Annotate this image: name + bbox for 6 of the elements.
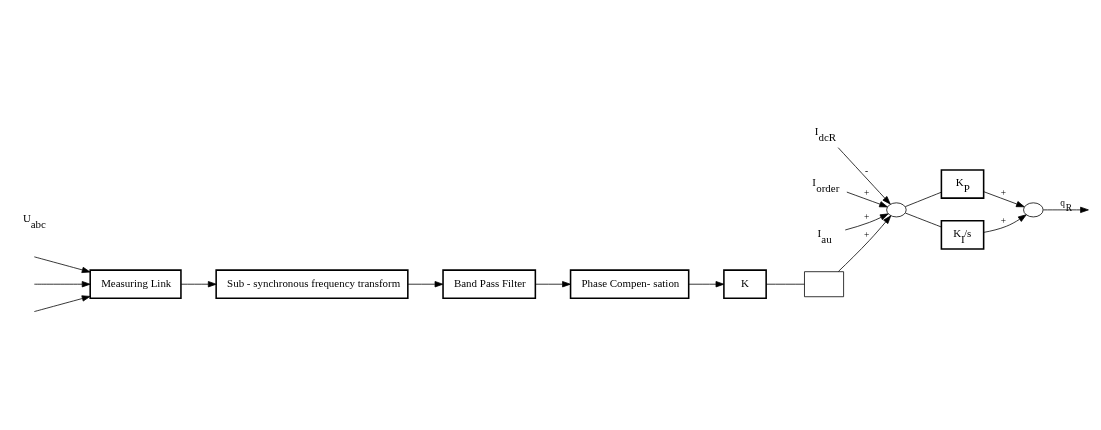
edge-label: + xyxy=(863,187,870,198)
edge-label: + xyxy=(863,211,870,222)
edge-label: + xyxy=(863,229,870,240)
edge-label: + xyxy=(1000,215,1007,226)
edge-label: + xyxy=(1000,187,1007,198)
edge-label: - xyxy=(865,165,869,176)
